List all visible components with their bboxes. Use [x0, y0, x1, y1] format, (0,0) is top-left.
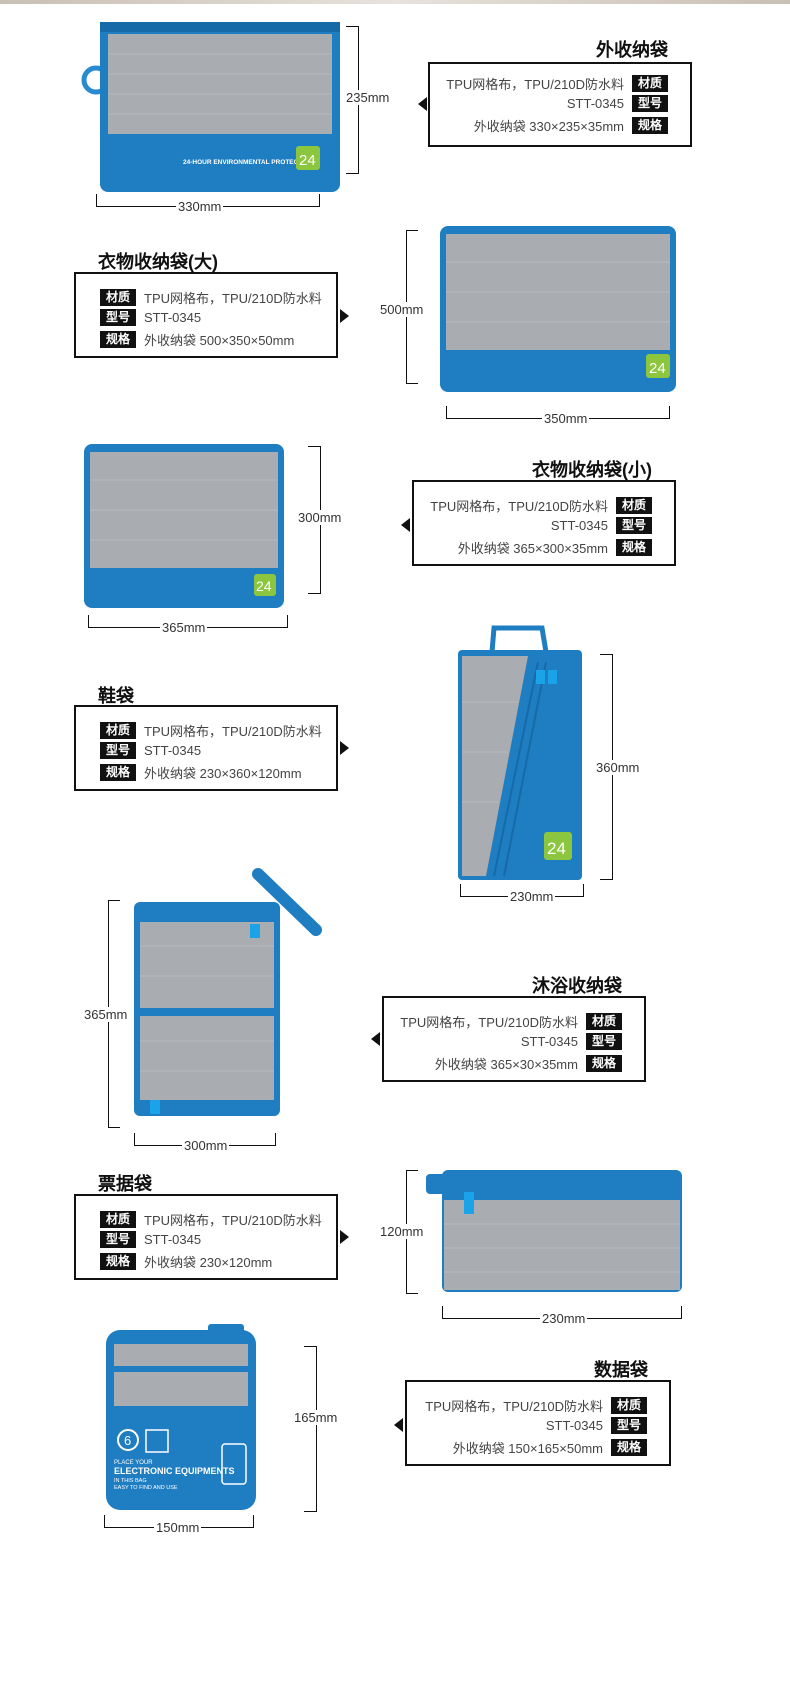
material-value: TPU网格布，TPU/210D防水料 [144, 724, 322, 739]
product-title: 票据袋 [98, 1174, 152, 1194]
data-bag-badge: 6 [124, 1433, 131, 1448]
data-bag-print-big: ELECTRONIC EQUIPMENTS [114, 1466, 235, 1476]
material-value: TPU网格布，TPU/210D防水料 [430, 499, 608, 514]
spec-tag: 规格 [585, 1055, 622, 1072]
top-divider [0, 0, 790, 4]
height-dim-label: 235mm [344, 90, 392, 105]
height-dim-label: 300mm [296, 510, 344, 525]
product-title: 外收纳袋 [596, 40, 668, 60]
pointer-arrow [340, 741, 349, 755]
model-tag: 型号 [100, 309, 137, 326]
pointer-arrow [371, 1032, 380, 1046]
model-tag: 型号 [610, 1417, 647, 1434]
outer-bag-image: 24-HOUR ENVIRONMENTAL PROTECTION 24 [81, 22, 340, 192]
model-tag: 型号 [585, 1033, 622, 1050]
model-tag: 型号 [100, 1231, 137, 1248]
spec-tag: 规格 [100, 764, 137, 781]
width-dim-label: 330mm [176, 199, 224, 214]
material-tag: 材质 [100, 289, 137, 306]
height-dim-label: 165mm [292, 1410, 340, 1425]
material-value: TPU网格布，TPU/210D防水料 [144, 291, 322, 306]
model-value: STT-0345 [550, 518, 608, 533]
width-dim-label: 230mm [508, 889, 556, 904]
material-tag: 材质 [100, 1211, 137, 1228]
spec-box: TPU网格布，TPU/210D防水料材质 STT-0345 型号 外收纳袋 150… [405, 1380, 671, 1466]
spec-value: 外收纳袋 230×120mm [144, 1255, 273, 1270]
spec-box: TPU网格布，TPU/210D防水料材质 STT-0345 型号 外收纳袋 365… [412, 480, 676, 566]
pointer-arrow [418, 97, 427, 111]
model-value: STT-0345 [144, 310, 202, 325]
model-tag: 型号 [100, 742, 137, 759]
spec-box: TPU网格布，TPU/210D防水料材质 STT-0345 型号 外收纳袋 365… [382, 996, 646, 1082]
model-value: STT-0345 [566, 96, 624, 111]
model-value: STT-0345 [545, 1418, 603, 1433]
spec-value: 外收纳袋 365×30×35mm [434, 1057, 578, 1072]
pointer-arrow [340, 309, 349, 323]
data-bag-image: 6 PLACE YOUR ELECTRONIC EQUIPMENTS IN TH… [106, 1324, 256, 1510]
spec-value: 外收纳袋 365×300×35mm [457, 541, 608, 556]
product-title: 沐浴收纳袋 [532, 976, 622, 996]
pointer-arrow [394, 1418, 403, 1432]
model-value: STT-0345 [520, 1034, 578, 1049]
ticket-bag-image [426, 1170, 682, 1292]
width-dim-label: 150mm [154, 1520, 202, 1535]
product-title: 衣物收纳袋(小) [532, 460, 652, 480]
product-title: 鞋袋 [98, 686, 134, 706]
spec-value: 外收纳袋 230×360×120mm [144, 766, 302, 781]
material-value: TPU网格布，TPU/210D防水料 [446, 77, 624, 92]
product-title: 衣物收纳袋(大) [98, 252, 218, 272]
spec-value: 外收纳袋 150×165×50mm [452, 1441, 603, 1456]
height-dim-label: 500mm [378, 302, 426, 317]
spec-tag: 规格 [631, 117, 668, 134]
spec-tag: 规格 [615, 539, 652, 556]
width-dim-label: 365mm [160, 620, 208, 635]
height-dim-label: 365mm [82, 1007, 130, 1022]
height-dim-label: 360mm [594, 760, 642, 775]
material-tag: 材质 [631, 75, 668, 92]
model-value: STT-0345 [144, 1232, 202, 1247]
model-tag: 型号 [615, 517, 652, 534]
shoe-bag-badge: 24 [547, 839, 566, 858]
pointer-arrow [340, 1230, 349, 1244]
outer-bag-badge: 24 [299, 152, 316, 169]
data-bag-print-line2: EASY TO FIND AND USE [114, 1485, 178, 1491]
spec-tag: 规格 [100, 1253, 137, 1270]
spec-box: 材质 TPU网格布，TPU/210D防水料 型号 STT-0345 规格外收纳袋 5… [74, 272, 338, 358]
spec-tag: 规格 [610, 1439, 647, 1456]
data-bag-print-line1: IN THIS BAG [114, 1478, 147, 1484]
material-value: TPU网格布，TPU/210D防水料 [425, 1399, 603, 1414]
material-value: TPU网格布，TPU/210D防水料 [144, 1213, 322, 1228]
shoe-bag-image: 24 [458, 625, 582, 880]
large-clothes-bag-image: 24 [440, 226, 676, 392]
material-tag: 材质 [585, 1013, 622, 1030]
spec-tag: 规格 [100, 331, 137, 348]
material-value: TPU网格布，TPU/210D防水料 [400, 1015, 578, 1030]
spec-box: TPU网格布，TPU/210D防水料材质 STT-0345 型号 外收纳袋 330… [428, 62, 692, 147]
width-dim-label: 230mm [540, 1311, 588, 1326]
small-clothes-bag-image: 24 [84, 444, 284, 608]
width-dim-label: 350mm [542, 411, 590, 426]
small-bag-badge: 24 [256, 578, 272, 594]
product-title: 数据袋 [594, 1360, 648, 1380]
material-tag: 材质 [615, 497, 652, 514]
bath-bag-image [134, 868, 322, 1116]
width-dim-label: 300mm [182, 1138, 230, 1153]
model-value: STT-0345 [144, 743, 202, 758]
large-bag-badge: 24 [649, 360, 666, 377]
spec-box: 材质 TPU网格布，TPU/210D防水料 型号 STT-0345 规格外收纳袋 2… [74, 1194, 338, 1280]
spec-value: 外收纳袋 500×350×50mm [144, 333, 295, 348]
material-tag: 材质 [100, 722, 137, 739]
data-bag-print-small: PLACE YOUR [114, 1460, 153, 1466]
spec-box: 材质 TPU网格布，TPU/210D防水料 型号 STT-0345 规格外收纳袋 2… [74, 705, 338, 791]
outer-bag-print: 24-HOUR ENVIRONMENTAL PROTECTION [183, 159, 314, 166]
pointer-arrow [401, 518, 410, 532]
height-dim-label: 120mm [378, 1224, 426, 1239]
spec-value: 外收纳袋 330×235×35mm [473, 119, 624, 134]
model-tag: 型号 [631, 95, 668, 112]
material-tag: 材质 [610, 1397, 647, 1414]
